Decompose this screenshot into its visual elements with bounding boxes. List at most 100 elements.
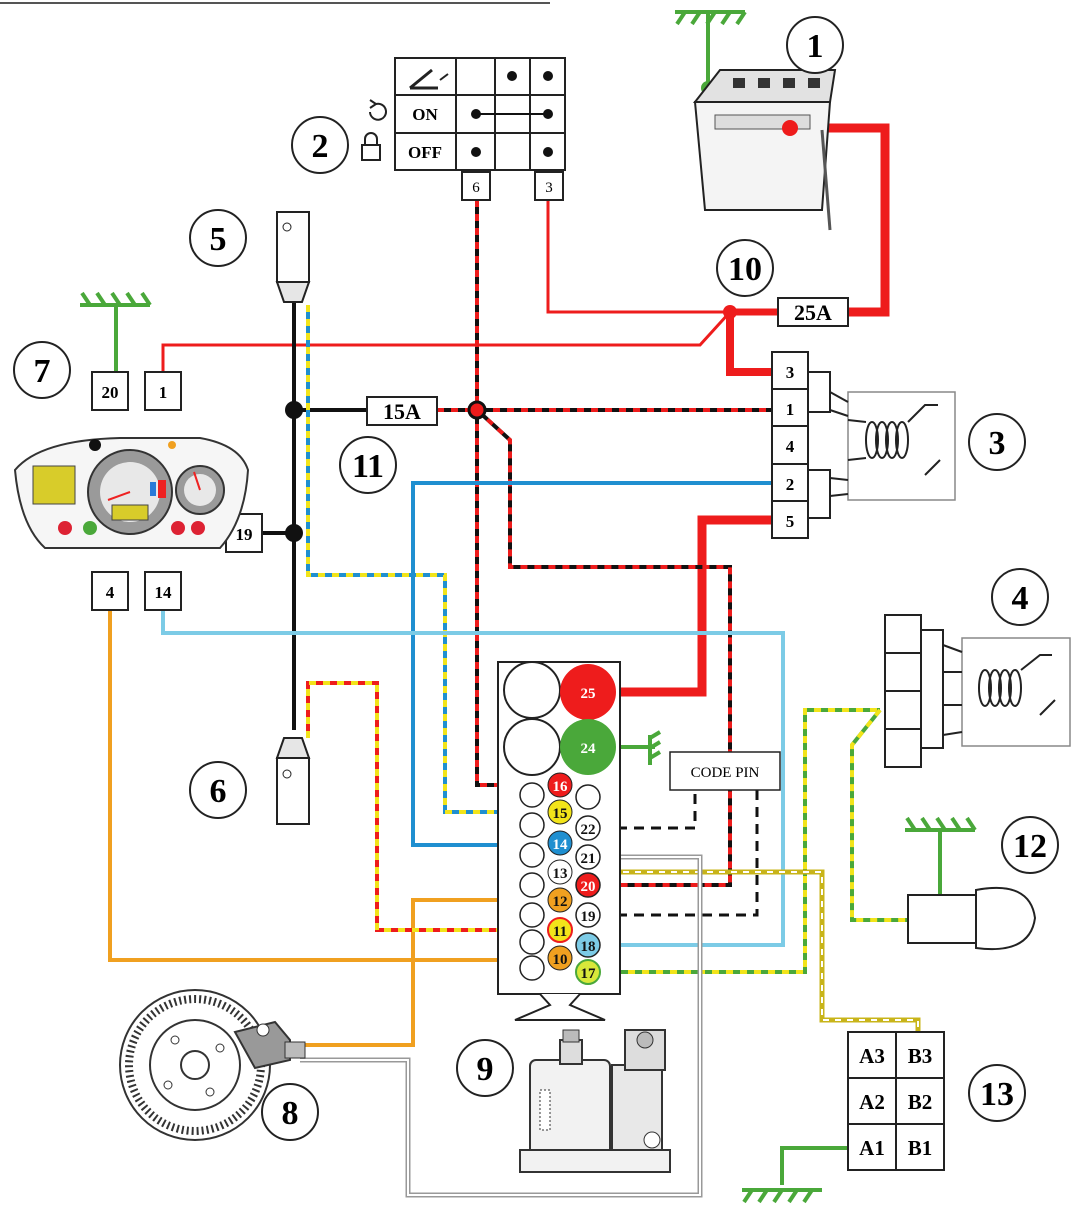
lock-icon <box>361 144 381 161</box>
junction-bus-top <box>285 401 303 419</box>
ecu-pin: 13 <box>553 866 568 882</box>
ecu-pin: 20 <box>581 879 596 895</box>
svg-text:11: 11 <box>352 448 384 485</box>
relay-pin: 5 <box>786 512 795 531</box>
callout: 3 <box>968 413 1026 471</box>
callout: 9 <box>456 1039 514 1097</box>
ecu-pin: 11 <box>553 924 567 940</box>
ecu-pin: 22 <box>581 822 596 838</box>
wire-sensor8-ecu12 <box>300 898 553 1047</box>
diagnostic-connector: A3 B3 A2 B2 A1 B1 <box>847 1031 945 1171</box>
wire-battery-main <box>790 123 890 317</box>
ground-icon <box>648 730 662 765</box>
wires <box>108 12 942 1198</box>
ecu-pin: 16 <box>553 779 569 795</box>
injector <box>907 886 1037 951</box>
connector-pin: B1 <box>908 1136 933 1160</box>
relay-4 <box>884 614 1071 768</box>
rotate-icon <box>369 102 387 121</box>
ecu-pin: 10 <box>553 952 568 968</box>
wire-dash14-ecu18 <box>161 610 785 947</box>
svg-text:15A: 15A <box>383 399 421 424</box>
ecu-pin: 17 <box>581 966 597 982</box>
wire-relay-ecu25 <box>610 515 772 697</box>
ground-icon <box>675 10 747 26</box>
ecu-pin: 12 <box>553 894 568 910</box>
callout: 7 <box>13 341 71 399</box>
connector-pin: A1 <box>859 1136 885 1160</box>
ecu-pin: 21 <box>581 851 596 867</box>
wire-dash-pin1 <box>161 310 732 372</box>
ground-icon <box>80 291 152 307</box>
relay-3: 3 1 4 2 5 <box>771 351 956 539</box>
wire-ecu13-conn13 <box>575 869 921 1032</box>
svg-text:2: 2 <box>312 128 329 165</box>
callout: 1 <box>786 16 844 74</box>
fuse-15a: 15A <box>366 396 438 426</box>
callout: 10 <box>716 239 774 297</box>
relay-coil-icon <box>847 404 941 476</box>
connector-pin: B3 <box>908 1044 933 1068</box>
svg-text:5: 5 <box>210 221 227 258</box>
ignition-switch: ON OFF 6 3 <box>361 57 566 201</box>
fuse-25a: 25A <box>777 297 849 327</box>
throttle-body <box>519 1029 671 1173</box>
relay-pin: 4 <box>786 437 795 456</box>
svg-text:6: 6 <box>210 773 227 810</box>
relay-pin: 2 <box>786 475 795 494</box>
ecu-pin: 19 <box>581 909 596 925</box>
callout: 12 <box>1001 816 1059 874</box>
code-pin: CODE PIN <box>669 751 781 791</box>
ecu-pin: 18 <box>581 939 596 955</box>
wire-ecu19-codepin <box>600 790 759 917</box>
callout: 2 <box>291 116 349 174</box>
svg-text:4: 4 <box>1012 580 1029 617</box>
wire-ecu22-codepin <box>600 790 697 830</box>
connector-pin: B2 <box>908 1090 933 1114</box>
dash-pin-20: 20 <box>102 383 119 402</box>
dashboard-pins: 20 1 19 4 14 <box>91 371 263 611</box>
ecu-pin-25: 25 <box>581 686 596 702</box>
relay-pin: 1 <box>786 400 795 419</box>
svg-text:25A: 25A <box>794 300 832 325</box>
fuel-display-icon <box>32 465 76 505</box>
dash-pin-14: 14 <box>155 583 173 602</box>
wire-dash4-ecu10 <box>108 610 553 962</box>
sensor-6 <box>275 737 311 825</box>
ecu: 25 24 16 15 14 13 12 11 10 22 21 20 19 <box>497 661 621 1021</box>
callout: 6 <box>189 761 247 819</box>
junction-main <box>723 305 737 319</box>
sensor-5 <box>275 211 311 303</box>
ignition-terminal-3: 3 <box>545 180 553 196</box>
switch-on-label: ON <box>412 105 438 124</box>
callouts: 1 2 3 4 5 6 7 8 9 10 11 12 13 <box>13 16 1059 1141</box>
ground-icon <box>905 816 977 832</box>
wire-relay-pin3 <box>726 312 772 376</box>
ground-icon <box>742 1188 822 1204</box>
wire-sensor6-ecu11 <box>306 681 553 932</box>
ground-symbols <box>80 10 977 1204</box>
ecu-pin: 15 <box>553 806 568 822</box>
svg-text:10: 10 <box>728 251 762 288</box>
junction-bus-19 <box>285 524 303 542</box>
ecu-pin: 14 <box>553 837 569 853</box>
connector-pin: A2 <box>859 1090 885 1114</box>
svg-text:CODE PIN: CODE PIN <box>691 765 760 781</box>
svg-text:7: 7 <box>34 353 51 390</box>
switch-off-label: OFF <box>408 143 442 162</box>
speed-sensor <box>119 989 306 1141</box>
dash-pin-1: 1 <box>159 383 168 402</box>
ignition-terminal-6: 6 <box>472 180 480 196</box>
key-icon <box>409 68 438 90</box>
connector-pin: A3 <box>859 1044 885 1068</box>
battery <box>692 69 837 231</box>
callout: 11 <box>339 436 397 494</box>
dash-pin-19: 19 <box>236 525 253 544</box>
svg-text:8: 8 <box>282 1095 299 1132</box>
callout: 5 <box>189 209 247 267</box>
callout: 13 <box>968 1064 1026 1122</box>
svg-text:13: 13 <box>980 1076 1014 1113</box>
relay-pin: 3 <box>786 363 795 382</box>
instrument-cluster <box>13 437 250 549</box>
